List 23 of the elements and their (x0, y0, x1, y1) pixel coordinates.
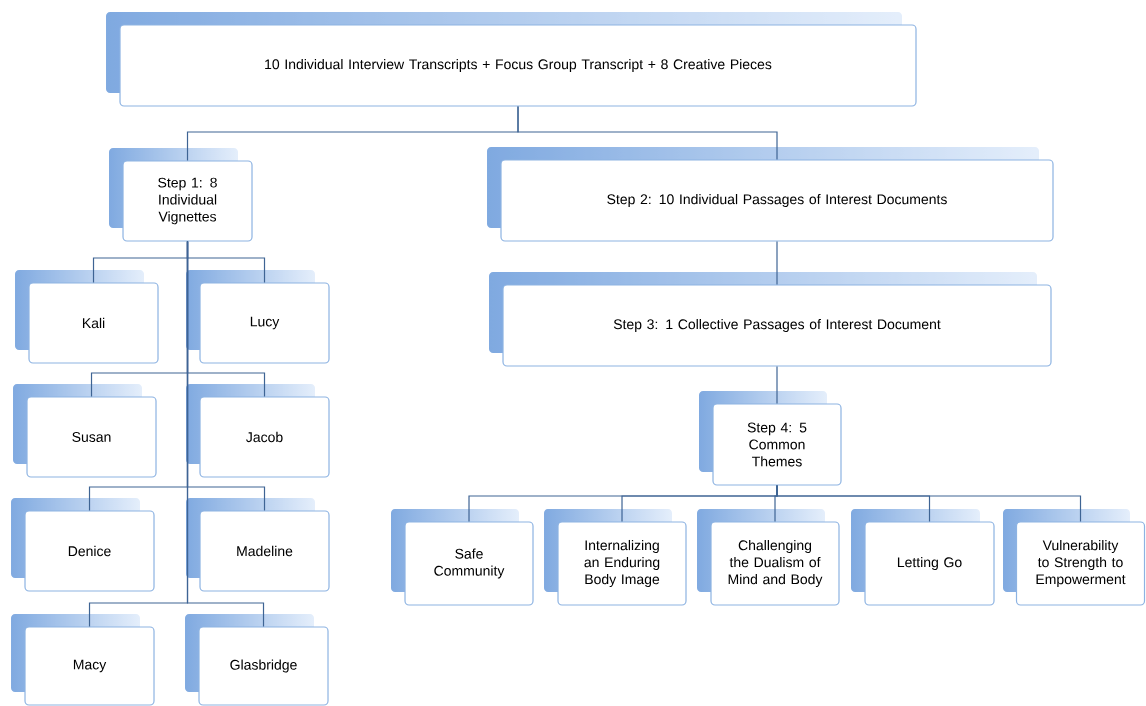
process-box: Glasbridge (198, 626, 329, 706)
process-box: Letting Go (864, 521, 995, 606)
process-box: Internalizing an Enduring Body Image (557, 521, 687, 606)
process-box: Step 2: 10 Individual Passages of Interest Documents (500, 159, 1054, 242)
process-box: Jacob (199, 396, 330, 478)
connector (517, 106, 778, 160)
process-box: Denice (24, 510, 155, 592)
process-box: Lucy (199, 282, 330, 364)
connector (776, 485, 1082, 522)
process-box: Step 3: 1 Collective Passages of Interest Document (502, 284, 1052, 367)
process-box: 10 Individual Interview Transcripts + Focus Group Transcript + 8 Creative Pieces (119, 24, 917, 107)
process-box: Macy (24, 626, 155, 706)
connector (186, 241, 265, 627)
process-box: Madeline (199, 510, 330, 592)
process-box: Susan (26, 396, 157, 478)
process-box: Challenging the Dualism of Mind and Body (710, 521, 840, 606)
connector (776, 241, 778, 285)
process-box: Safe Community (404, 521, 534, 606)
process-box: Vulnerability to Strength to Empowerment (1015, 521, 1146, 606)
connector (776, 366, 778, 404)
process-box: Step 4: 5 Common Themes (712, 403, 842, 486)
process-box: Step 1: 8 Individual Vignettes (122, 160, 253, 242)
process-box: Kali (28, 282, 159, 364)
